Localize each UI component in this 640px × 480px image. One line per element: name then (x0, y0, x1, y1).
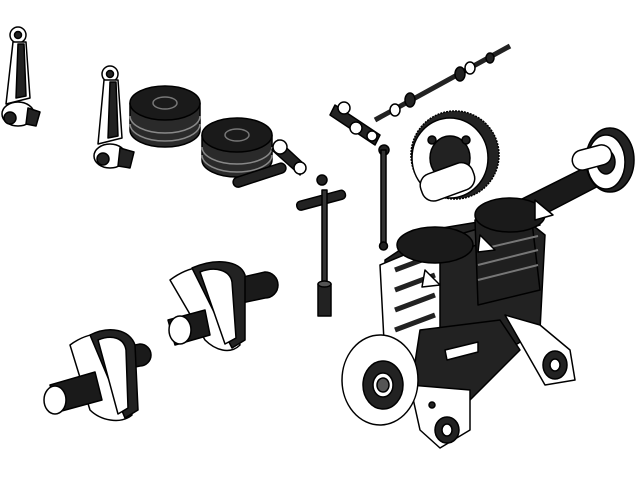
crank-web-2 (43, 329, 152, 422)
crank-web-1 (167, 261, 279, 352)
piston-2 (201, 117, 273, 178)
flywheel-gear-shaft (499, 127, 635, 233)
rocker-assembly-2 (329, 101, 390, 251)
connecting-rod-2 (93, 65, 135, 169)
engine-block (341, 197, 576, 449)
camshaft (373, 43, 512, 123)
connecting-rod-1 (1, 26, 41, 127)
piston-1 (129, 85, 201, 148)
rocker-assembly-1 (232, 139, 347, 317)
timing-gear (410, 110, 500, 202)
